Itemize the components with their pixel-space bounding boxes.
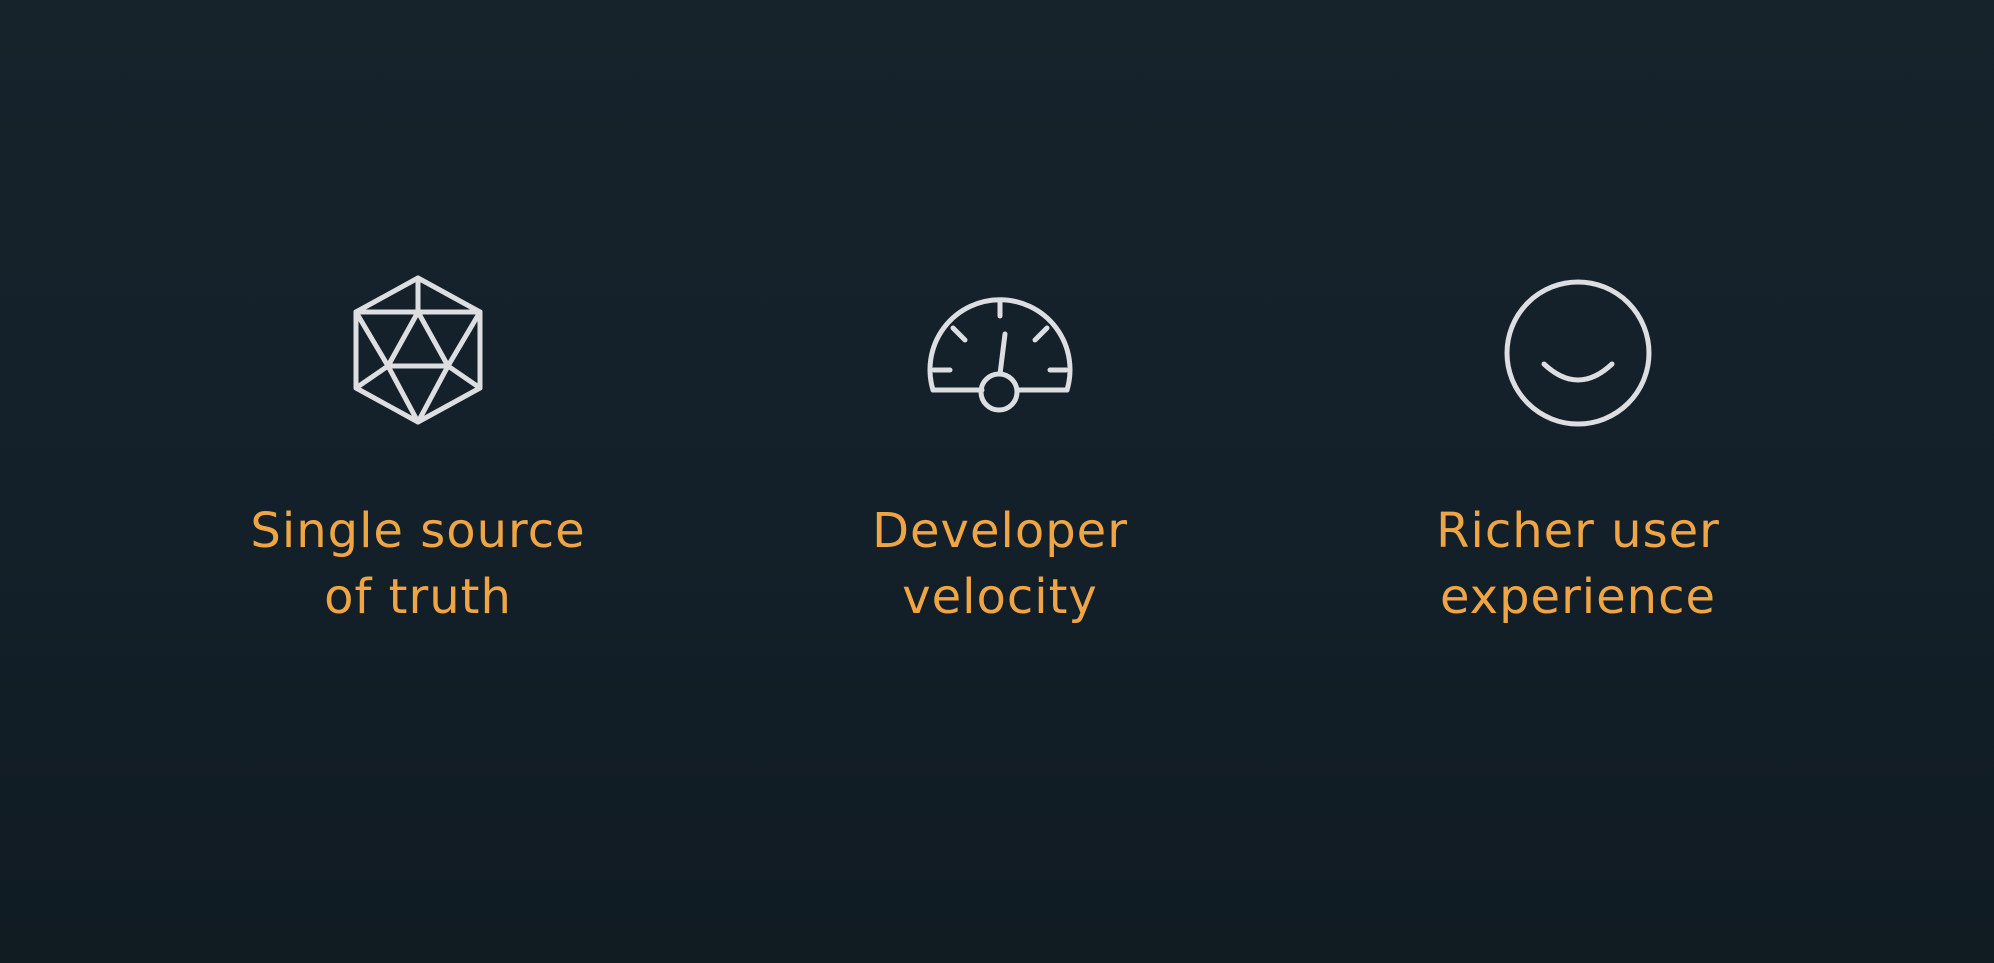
feature-label: Richer user experience (1436, 498, 1720, 630)
feature-label-line: of truth (324, 569, 512, 625)
smiley-face-icon (1498, 270, 1658, 440)
feature-label-line: Developer (872, 503, 1128, 559)
feature-label: Single source of truth (250, 498, 585, 630)
feature-label-line: Single source (250, 503, 586, 559)
feature-single-source-of-truth: Single source of truth (138, 270, 698, 630)
feature-label: Developer velocity (872, 498, 1128, 630)
feature-label-line: velocity (902, 569, 1098, 625)
feature-richer-user-experience: Richer user experience (1298, 270, 1858, 630)
icosahedron-icon (338, 270, 498, 440)
speedometer-icon (920, 270, 1080, 440)
feature-label-line: Richer user (1436, 503, 1720, 559)
feature-developer-velocity: Developer velocity (720, 270, 1280, 630)
feature-label-line: experience (1439, 569, 1717, 625)
